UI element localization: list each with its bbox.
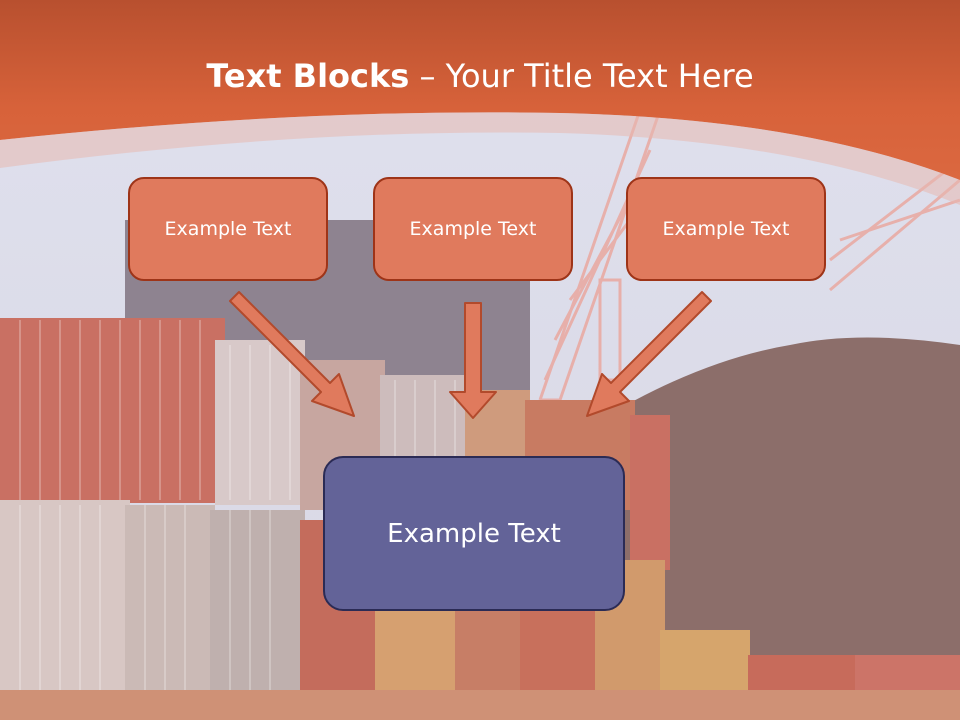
target-text-block-label: Example Text <box>387 518 561 549</box>
target-text-block[interactable]: Example Text <box>323 456 625 611</box>
text-block-1-label: Example Text <box>164 218 292 240</box>
arrow-left-icon <box>229 291 355 417</box>
text-block-1[interactable]: Example Text <box>128 177 328 281</box>
title-rest-text: – Your Title Text Here <box>409 57 754 95</box>
text-block-2[interactable]: Example Text <box>373 177 573 281</box>
arrow-right-icon <box>586 291 712 417</box>
text-block-3-label: Example Text <box>662 218 790 240</box>
arrow-center-icon <box>449 302 497 419</box>
text-block-3[interactable]: Example Text <box>626 177 826 281</box>
title-bold-text: Text Blocks <box>206 57 410 95</box>
slide-title: Text Blocks – Your Title Text Here <box>0 48 960 104</box>
text-block-2-label: Example Text <box>409 218 537 240</box>
